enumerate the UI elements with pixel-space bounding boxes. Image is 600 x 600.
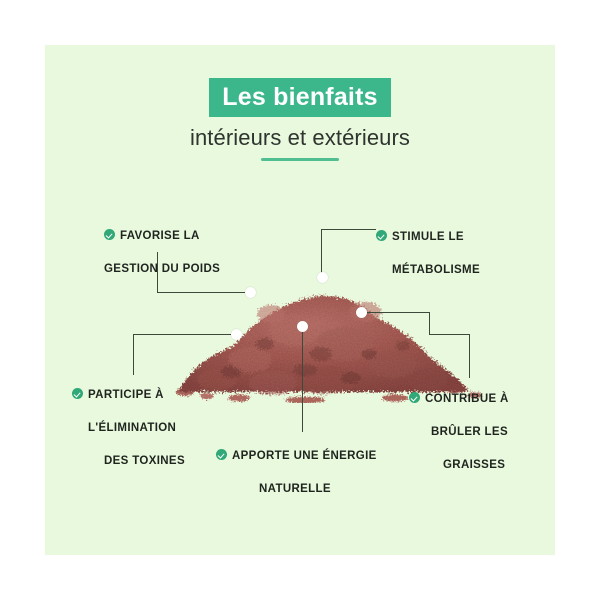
connector-line-graisses-horizontal-1 [361, 312, 430, 313]
callout-stimule-le-metabolisme: STIMULE LE MÉTABOLISME [376, 213, 480, 295]
check-circle-icon [104, 229, 115, 241]
connector-line-energie-vertical [302, 326, 303, 432]
check-circle-icon [72, 388, 83, 400]
callout-label-line-1: STIMULE LE [392, 231, 464, 244]
callout-label-line-2: BRÛLER LES [431, 425, 508, 438]
hotspot-dot-toxines[interactable] [230, 328, 242, 340]
connector-line-graisses-vertical-1 [429, 312, 430, 334]
check-circle-icon [376, 230, 387, 242]
callout-label-line-2: L'ÉLIMINATION [88, 421, 177, 434]
connector-line-toxines-vertical [133, 334, 134, 375]
callout-label-line-2: GESTION DU POIDS [104, 262, 221, 275]
header: Les bienfaits intérieurs et extérieurs [45, 78, 555, 162]
check-circle-icon [216, 449, 227, 461]
hotspot-dot-stimule[interactable] [316, 271, 328, 283]
callout-label-line-1: CONTRIBUE À [425, 393, 509, 406]
connector-line-stimule-vertical [321, 229, 322, 277]
callout-label-line-1: FAVORISE LA [120, 230, 200, 243]
connector-line-graisses-vertical-2 [469, 334, 470, 378]
connector-line-favorise-vertical [157, 252, 158, 293]
callout-label-line-3: GRAISSES [443, 458, 506, 471]
page-subtitle: intérieurs et extérieurs [189, 125, 411, 151]
check-circle-icon [409, 392, 420, 404]
callout-label-line-1: PARTICIPE À [88, 389, 164, 402]
callout-contribue-a-bruler-les-graisses: CONTRIBUE À BRÛLER LES GRAISSES [409, 375, 509, 489]
callout-participe-a-l-elimination-des-toxines: PARTICIPE À L'ÉLIMINATION DES TOXINES [72, 371, 185, 485]
hotspot-dot-graisses[interactable] [355, 306, 367, 318]
callout-label-line-3: DES TOXINES [104, 454, 185, 467]
callout-apporte-une-energie-naturelle: APPORTE UNE ÉNERGIE NATURELLE [216, 432, 391, 514]
callout-label-line-2: NATURELLE [259, 482, 331, 495]
connector-line-graisses-horizontal-2 [429, 334, 470, 335]
connector-line-stimule-horizontal [321, 229, 376, 230]
title-underline [261, 158, 339, 162]
hotspot-dot-favorise[interactable] [244, 286, 256, 298]
green-panel: Les bienfaits intérieurs et extérieurs [45, 45, 555, 555]
page-title-wrap: Les bienfaits [45, 78, 555, 118]
callout-label-line-1: APPORTE UNE ÉNERGIE [232, 450, 377, 463]
callout-favorise-la-gestion-du-poids: FAVORISE LA GESTION DU POIDS [104, 212, 220, 294]
page-title: Les bienfaits [209, 78, 391, 118]
connector-line-favorise-horizontal [157, 292, 250, 293]
hotspot-dot-energie[interactable] [296, 320, 308, 332]
connector-line-toxines-horizontal [133, 334, 236, 335]
callout-label-line-2: MÉTABOLISME [392, 263, 480, 276]
